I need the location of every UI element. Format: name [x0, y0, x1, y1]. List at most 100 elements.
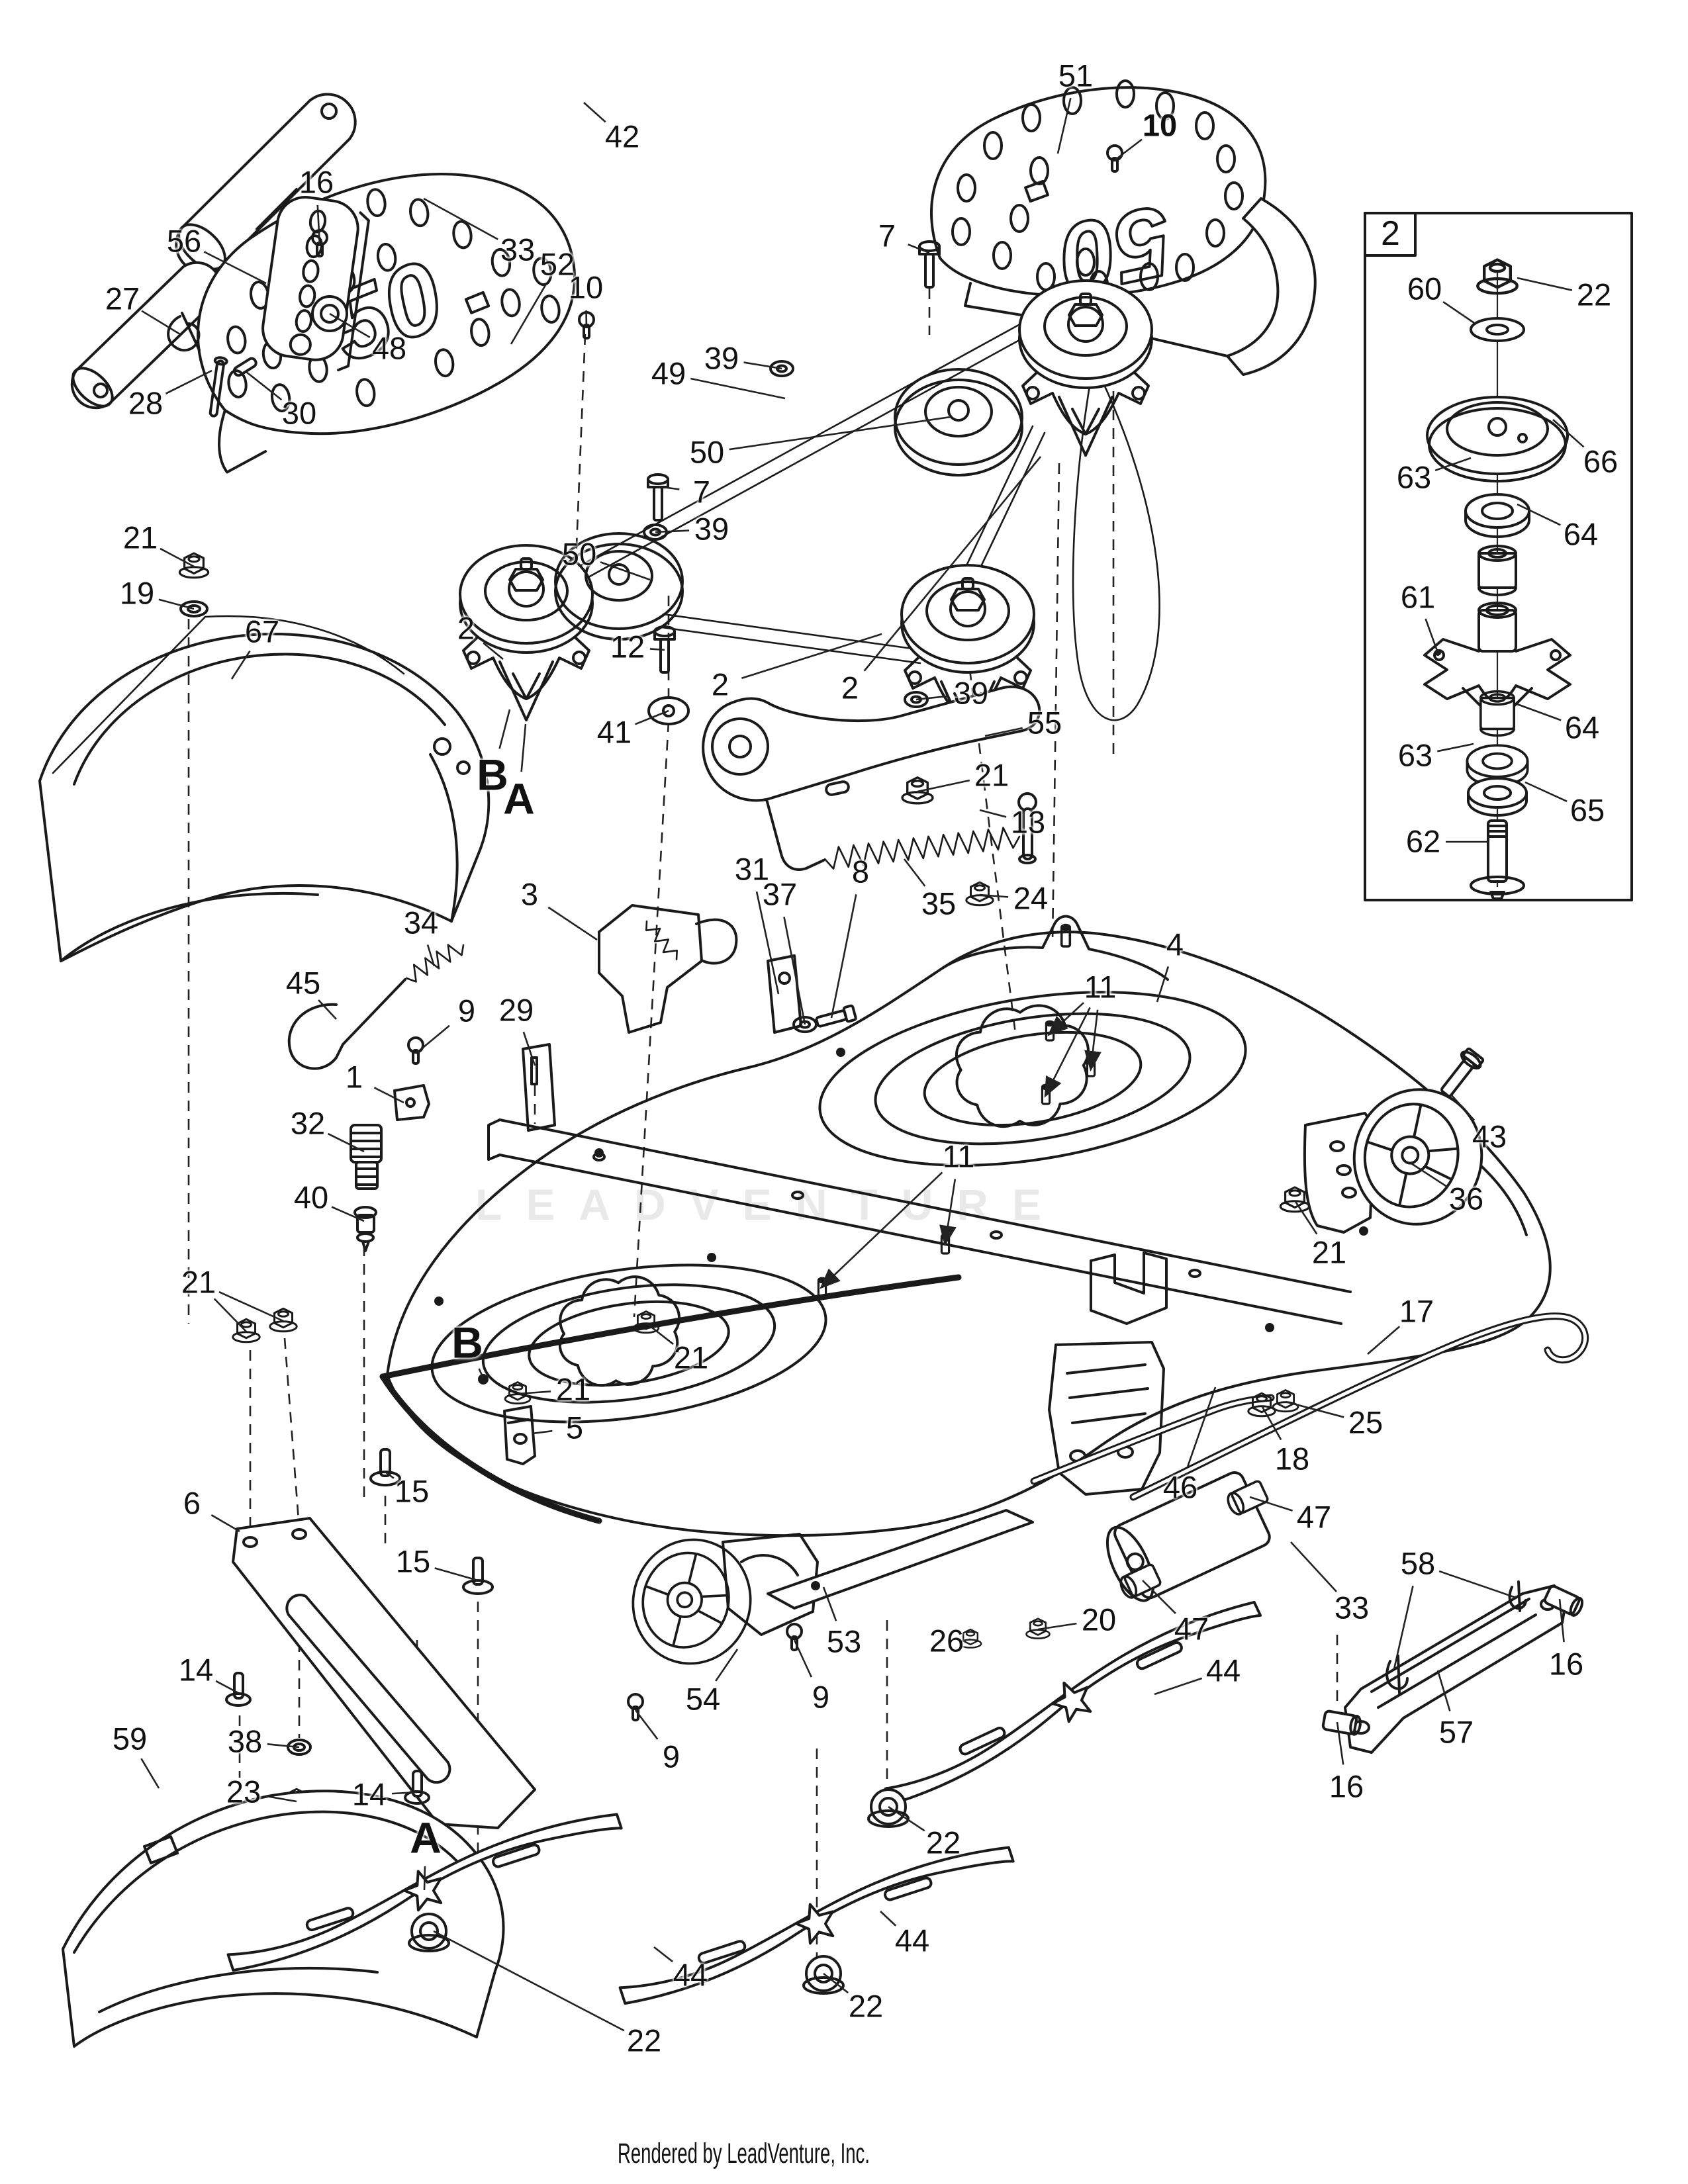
callout-51[interactable]: 51: [1058, 58, 1094, 93]
callout-56[interactable]: 56: [166, 223, 202, 259]
callout-17[interactable]: 17: [1399, 1293, 1434, 1329]
callout-8[interactable]: 8: [851, 854, 870, 889]
callout-64[interactable]: 64: [1564, 709, 1600, 745]
callout-A[interactable]: A: [503, 774, 535, 823]
callout-21[interactable]: 21: [673, 1340, 709, 1375]
callout-21[interactable]: 21: [555, 1371, 591, 1407]
callout-41[interactable]: 41: [596, 714, 632, 750]
callout-16[interactable]: 16: [299, 164, 334, 200]
callout-62[interactable]: 62: [1405, 823, 1441, 859]
callout-44[interactable]: 44: [894, 1923, 930, 1958]
callout-6[interactable]: 6: [183, 1485, 201, 1521]
callout-19[interactable]: 19: [119, 575, 155, 611]
callout-21[interactable]: 21: [122, 520, 158, 555]
callout-7[interactable]: 7: [692, 474, 711, 510]
callout-32[interactable]: 32: [290, 1105, 326, 1141]
callout-21[interactable]: 21: [974, 757, 1009, 793]
callout-22[interactable]: 22: [925, 1825, 961, 1860]
callout-57[interactable]: 57: [1438, 1714, 1474, 1750]
callout-50[interactable]: 50: [561, 536, 597, 572]
callout-48[interactable]: 48: [371, 330, 407, 366]
callout-22[interactable]: 22: [626, 2023, 662, 2058]
callout-53[interactable]: 53: [826, 1623, 862, 1659]
callout-16[interactable]: 16: [1329, 1768, 1364, 1804]
callout-B[interactable]: B: [477, 750, 508, 799]
callout-3[interactable]: 3: [520, 876, 539, 912]
callout-55[interactable]: 55: [1027, 705, 1062, 741]
callout-28[interactable]: 28: [128, 385, 164, 421]
callout-60[interactable]: 60: [1407, 271, 1442, 306]
callout-66[interactable]: 66: [1583, 443, 1618, 479]
callout-30[interactable]: 30: [281, 395, 317, 431]
callout-10[interactable]: 10: [1142, 107, 1178, 143]
callout-2[interactable]: 2: [841, 670, 859, 705]
callout-25[interactable]: 25: [1348, 1404, 1383, 1440]
callout-44[interactable]: 44: [1205, 1653, 1241, 1688]
callout-21[interactable]: 21: [1311, 1234, 1347, 1270]
callout-35[interactable]: 35: [921, 886, 957, 921]
callout-39[interactable]: 39: [953, 675, 989, 711]
callout-11[interactable]: 11: [942, 1138, 975, 1174]
callout-20[interactable]: 20: [1081, 1602, 1117, 1637]
callout-50[interactable]: 50: [689, 434, 725, 470]
callout-31[interactable]: 31: [734, 851, 770, 887]
callout-B[interactable]: B: [451, 1318, 483, 1367]
callout-63[interactable]: 63: [1397, 737, 1433, 773]
callout-22[interactable]: 22: [848, 1988, 884, 2024]
callout-1[interactable]: 1: [345, 1059, 363, 1095]
callout-39[interactable]: 39: [704, 340, 739, 376]
callout-37[interactable]: 37: [762, 876, 798, 912]
callout-11[interactable]: 11: [1084, 969, 1117, 1005]
callout-24[interactable]: 24: [1013, 880, 1049, 916]
callout-26[interactable]: 26: [929, 1623, 964, 1659]
callout-47[interactable]: 47: [1174, 1611, 1209, 1647]
callout-A[interactable]: A: [410, 1813, 442, 1862]
callout-4[interactable]: 4: [1166, 927, 1184, 962]
callout-44[interactable]: 44: [673, 1957, 708, 1993]
callout-64[interactable]: 64: [1563, 516, 1599, 552]
callout-2[interactable]: 2: [457, 610, 475, 646]
callout-67[interactable]: 67: [244, 614, 280, 649]
callout-58[interactable]: 58: [1400, 1545, 1436, 1581]
callout-54[interactable]: 54: [685, 1681, 721, 1717]
callout-45[interactable]: 45: [285, 965, 321, 1001]
callout-12[interactable]: 12: [610, 629, 645, 664]
callout-23[interactable]: 23: [226, 1774, 261, 1809]
callout-33[interactable]: 33: [500, 232, 536, 267]
callout-15[interactable]: 15: [394, 1473, 430, 1509]
callout-59[interactable]: 59: [112, 1721, 148, 1756]
callout-61[interactable]: 61: [1400, 579, 1436, 615]
callout-65[interactable]: 65: [1570, 792, 1605, 828]
callout-10[interactable]: 10: [568, 269, 604, 305]
callout-14[interactable]: 14: [352, 1776, 387, 1812]
callout-2[interactable]: 2: [711, 666, 729, 702]
callout-47[interactable]: 47: [1296, 1499, 1332, 1535]
callout-18[interactable]: 18: [1274, 1441, 1310, 1477]
callout-29[interactable]: 29: [498, 992, 534, 1028]
spindle-assembly-left: [459, 544, 594, 721]
callout-9[interactable]: 9: [662, 1739, 680, 1774]
callout-40[interactable]: 40: [293, 1179, 329, 1215]
callout-33[interactable]: 33: [1334, 1590, 1370, 1625]
callout-22[interactable]: 22: [1576, 277, 1612, 312]
callout-63[interactable]: 63: [1396, 459, 1432, 495]
callout-38[interactable]: 38: [227, 1723, 263, 1759]
callout-5[interactable]: 5: [565, 1410, 584, 1445]
callout-42[interactable]: 42: [604, 118, 640, 154]
callout-34[interactable]: 34: [403, 905, 439, 940]
callout-16[interactable]: 16: [1548, 1646, 1584, 1682]
callout-39[interactable]: 39: [694, 511, 729, 547]
callout-27[interactable]: 27: [105, 281, 140, 316]
callout-52[interactable]: 52: [539, 246, 575, 282]
callout-15[interactable]: 15: [395, 1543, 431, 1579]
callout-21[interactable]: 21: [181, 1264, 216, 1300]
callout-49[interactable]: 49: [651, 355, 686, 391]
callout-9[interactable]: 9: [812, 1679, 830, 1715]
callout-46[interactable]: 46: [1162, 1469, 1198, 1505]
callout-36[interactable]: 36: [1448, 1181, 1484, 1216]
callout-9[interactable]: 9: [457, 993, 476, 1028]
callout-14[interactable]: 14: [178, 1652, 214, 1688]
callout-7[interactable]: 7: [878, 218, 896, 253]
callout-13[interactable]: 13: [1010, 804, 1046, 840]
callout-43[interactable]: 43: [1472, 1118, 1507, 1154]
